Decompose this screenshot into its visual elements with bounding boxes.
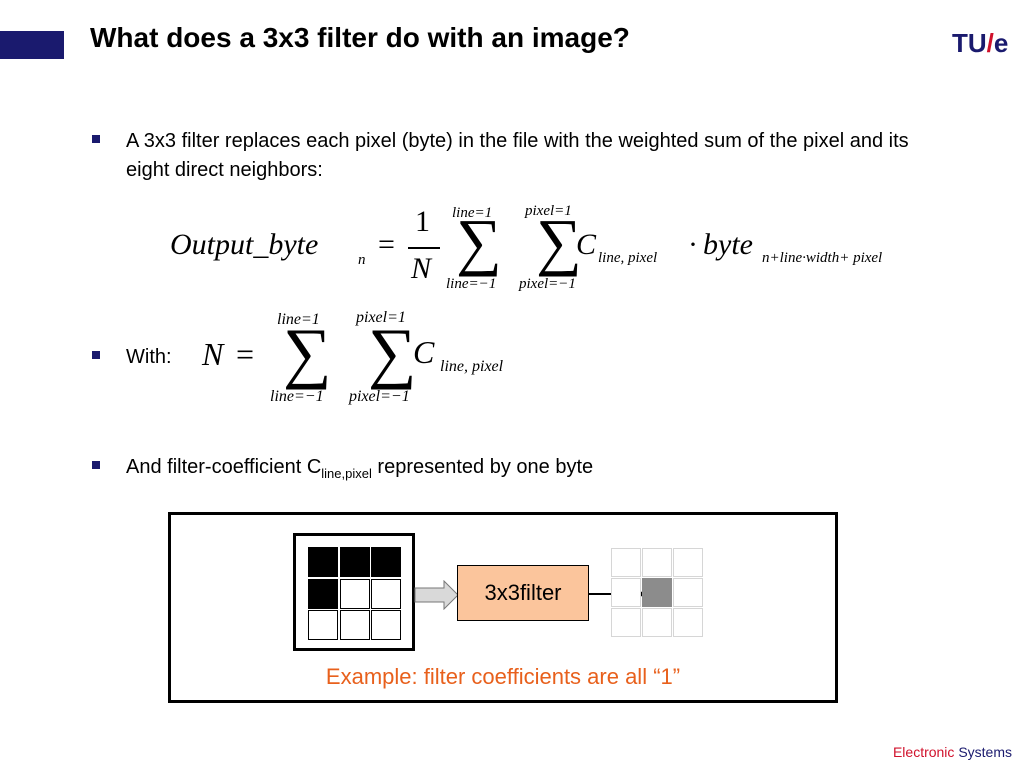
footer-part1: Electronic (892, 744, 955, 760)
input-pixel-cell (371, 610, 401, 640)
formula1-frac-num: 1 (415, 205, 430, 238)
input-pixel-cell (308, 547, 338, 577)
input-pixel-cell (371, 578, 401, 609)
formula2-sum1-upper: line=1 (277, 311, 320, 328)
formula1-coef-sub: line, pixel (598, 250, 658, 266)
formula1-byte-sub: n+line·width+ pixel (762, 250, 883, 266)
output-pixel-cell (642, 578, 672, 607)
logo-slash: / (986, 28, 994, 58)
bullet-marker (92, 351, 100, 359)
formula2-sum2-sigma-icon: ∑ (368, 314, 417, 390)
formula1-sum1-upper: line=1 (452, 205, 493, 221)
output-pixel-cell (642, 548, 672, 577)
formula1-lhs-sub: n (358, 252, 366, 268)
input-pixel-cell (339, 547, 370, 577)
page-title: What does a 3x3 filter do with an image? (90, 22, 630, 53)
sum1-sigma-icon: ∑ (456, 206, 502, 277)
logo-text-left: TU (952, 28, 987, 58)
formula2-lhs: N (202, 336, 224, 372)
bullet-marker (92, 135, 100, 143)
formula2-sum2-upper: pixel=1 (356, 309, 406, 326)
header-accent-bar (0, 31, 64, 59)
b3-pre: And filter-coefficient C (126, 456, 322, 478)
formula1-sum2-lower: pixel=−1 (519, 276, 576, 292)
sum2-sigma-icon: ∑ (536, 206, 582, 277)
formula2-equals: = (236, 336, 255, 372)
formula1-sum1-lower: line=−1 (446, 276, 497, 292)
output-pixel-cell (673, 578, 703, 607)
formula1-byte: byte (703, 228, 753, 261)
formula2-coef-sub: line, pixel (440, 358, 504, 375)
bullet-text-filter-description: A 3x3 filter replaces each pixel (byte) … (126, 130, 909, 181)
input-pixel-cell (371, 547, 401, 577)
input-pixel-cell (308, 578, 338, 609)
formula1-dot: · (688, 228, 698, 261)
bullet-text-coefficient: And filter-coefficient Cline,pixel repre… (126, 453, 593, 488)
bullet-text-with: With: (126, 346, 172, 368)
output-pixel-cell (642, 608, 672, 637)
formula2-sum1-sigma-icon: ∑ (283, 314, 332, 390)
output-pixel-cell (611, 578, 641, 607)
fraction-bar (408, 247, 440, 249)
footer-part2: Systems (958, 744, 1012, 760)
formula1-frac-den: N (411, 252, 432, 285)
formula2-sum2-lower: pixel=−1 (349, 388, 410, 405)
output-pixel-cell (673, 548, 703, 577)
output-pixel-cell (673, 608, 703, 637)
filter-label: 3x3filter (484, 580, 562, 605)
formula2-sum1-lower: line=−1 (270, 388, 324, 405)
input-pixel-cell (339, 578, 370, 609)
formula1-sum2-upper: pixel=1 (525, 203, 572, 219)
figure-caption: Example: filter coefficients are all “1” (325, 664, 681, 689)
input-arrow-icon (414, 580, 459, 610)
formula1-lhs: Output_byte (170, 228, 319, 261)
input-pixel-cell (339, 610, 370, 640)
formula2-coef: C (413, 334, 435, 370)
b3-sub: line,pixel (321, 466, 372, 481)
bullet-marker (92, 461, 100, 469)
tue-logo: TU/e (952, 28, 1008, 59)
formula1-coef: C (576, 228, 597, 261)
output-pixel-cell (611, 548, 641, 577)
output-pixel-cell (611, 608, 641, 637)
input-pixel-cell (308, 610, 338, 640)
b3-post: represented by one byte (371, 456, 594, 478)
footer-brand: Electronic Systems (893, 744, 1012, 760)
filter-block: 3x3filter (457, 565, 589, 621)
formula1-equals: = (378, 228, 395, 261)
example-figure-frame (168, 512, 838, 703)
logo-text-right: e (993, 28, 1009, 58)
